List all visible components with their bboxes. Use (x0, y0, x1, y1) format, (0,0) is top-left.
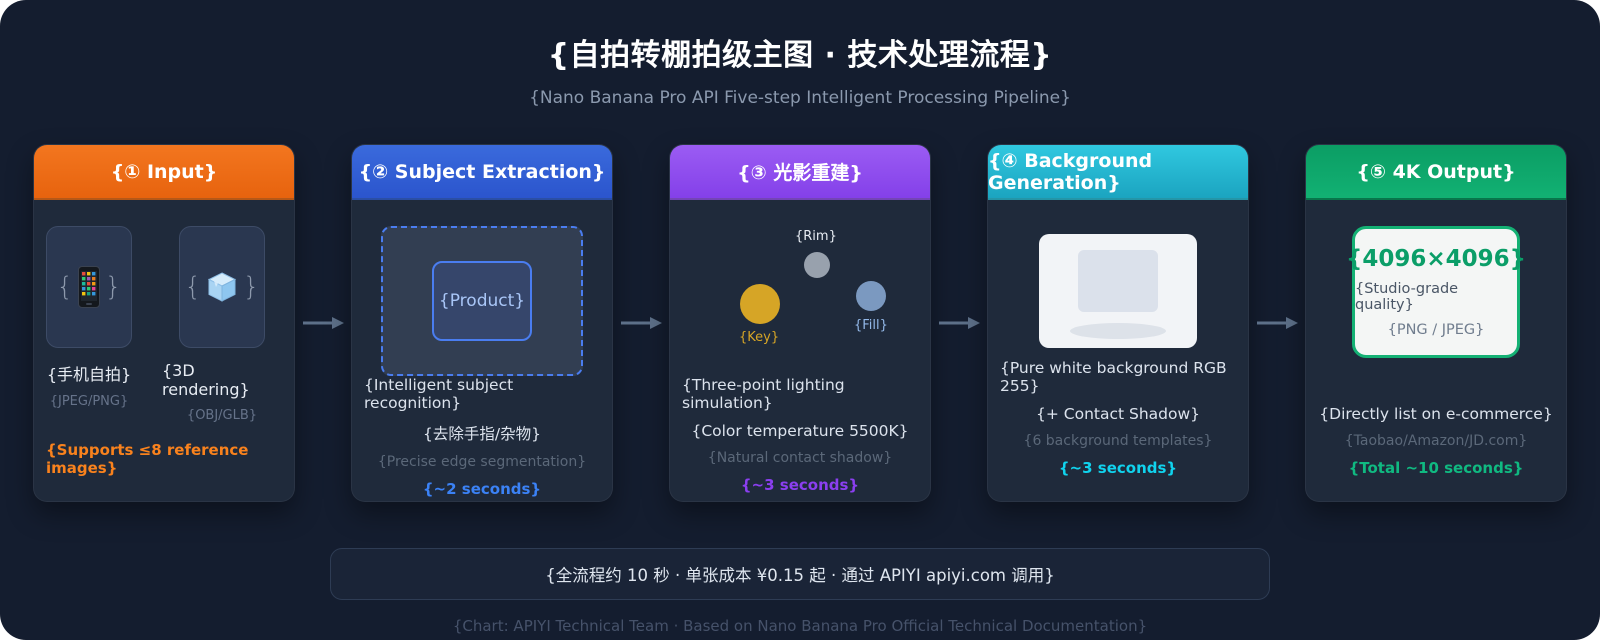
time-badge: {Total ~10 seconds} (1348, 459, 1524, 477)
phone-sublabel: {JPEG/PNG} (49, 394, 129, 409)
brace-close: } (243, 272, 260, 302)
three-point-lighting-diagram: {Rim} {Key} {Fill} (694, 226, 906, 376)
rim-light-icon (804, 252, 830, 278)
lighting-lines: {Three-point lighting simulation} {Color… (682, 376, 918, 498)
output-formats: {PNG / JPEG} (1387, 322, 1485, 338)
page-title: {自拍转棚拍级主图 · 技术处理流程} (547, 38, 1053, 73)
segmentation-frame: {Product} (381, 226, 583, 376)
line-2: {+ Contact Shadow} (1035, 405, 1201, 423)
summary-bar: {全流程约 10 秒 · 单张成本 ¥0.15 起 · 通过 APIYI api… (330, 548, 1270, 600)
card-4k-output: {⑤ 4K Output} {4096×4096} {Studio-grade … (1305, 144, 1567, 502)
card-input-body: { } (34, 200, 294, 501)
line-muted: {Natural contact shadow} (707, 450, 893, 466)
card-input: {① Input} { (33, 144, 295, 502)
line-2: {去除手指/杂物} (423, 425, 541, 443)
arrow-right-icon (613, 315, 669, 331)
arrow-right-icon (1249, 315, 1305, 331)
line-muted: {Taobao/Amazon/JD.com} (1344, 433, 1528, 449)
output-resolution: {4096×4096} (1345, 246, 1527, 272)
cube-sublabel: {OBJ/GLB} (186, 408, 258, 423)
card-4k-output-header: {⑤ 4K Output} (1306, 145, 1566, 200)
card-subject-extraction-header: {② Subject Extraction} (352, 145, 612, 200)
phone-label: {手机自拍} (46, 365, 132, 384)
line-1: {Directly list on e-commerce} (1319, 405, 1553, 423)
card-subject-extraction-body: {Product} {Intelligent subject recogniti… (352, 200, 612, 501)
input-item-3d: { } {3D rendering} {OBJ/GLB} (162, 226, 282, 423)
time-badge: {~3 seconds} (1058, 459, 1178, 477)
line-muted: {6 background templates} (1023, 433, 1213, 449)
product-placeholder (1078, 250, 1158, 312)
input-footnote: {Supports ≤8 reference images} (46, 441, 249, 477)
background-generation-lines: {Pure white background RGB 255} {+ Conta… (1000, 359, 1236, 481)
line-muted: {Precise edge segmentation} (377, 454, 587, 470)
key-light-label: {Key} (739, 330, 780, 345)
page-subtitle: {Nano Banana Pro API Five-step Intellige… (529, 88, 1071, 108)
rim-light-label: {Rim} (795, 229, 837, 244)
fill-light-label: {Fill} (854, 318, 888, 333)
card-4k-output-body: {4096×4096} {Studio-grade quality} {PNG … (1306, 200, 1566, 501)
contact-shadow (1070, 323, 1166, 339)
card-lighting-body: {Rim} {Key} {Fill} {Three-point lighting… (670, 200, 930, 501)
white-background-preview (1039, 234, 1197, 348)
key-light-icon (740, 284, 780, 324)
time-badge: {~2 seconds} (422, 480, 542, 498)
output-quality: {Studio-grade quality} (1355, 281, 1459, 313)
card-lighting-header: {③ 光影重建} (670, 145, 930, 200)
card-background-generation: {④ Background Generation} {Pure white ba… (987, 144, 1249, 502)
arrow-right-icon (931, 315, 987, 331)
cube-tile: { } (179, 226, 265, 348)
card-subject-extraction: {② Subject Extraction} {Product} {Intell… (351, 144, 613, 502)
cube-label: {3D rendering} (162, 361, 250, 399)
output-preview-box: {4096×4096} {Studio-grade quality} {PNG … (1346, 226, 1526, 358)
card-input-header: {① Input} (34, 145, 294, 200)
line-1: {Three-point lighting simulation} (682, 376, 845, 412)
brace-open: { (184, 272, 201, 302)
ice-cube-icon (207, 272, 237, 302)
brace-close: } (105, 272, 122, 302)
subject-extraction-lines: {Intelligent subject recognition} {去除手指/… (364, 376, 600, 501)
card-lighting: {③ 光影重建} {Rim} {Key} {Fill} {Three-point… (669, 144, 931, 502)
input-grid: { } (46, 226, 282, 423)
line-2: {Color temperature 5500K} (691, 422, 909, 440)
line-1: {Pure white background RGB 255} (1000, 359, 1227, 395)
phone-tile: { } (46, 226, 132, 348)
time-badge: {~3 seconds} (740, 476, 860, 494)
line-1: {Intelligent subject recognition} (364, 376, 514, 412)
chart-caption: {Chart: APIYI Technical Team · Based on … (452, 617, 1148, 635)
arrow-right-icon (295, 315, 351, 331)
brace-open: { (56, 272, 73, 302)
card-background-generation-header: {④ Background Generation} (988, 145, 1248, 200)
card-background-generation-body: {Pure white background RGB 255} {+ Conta… (988, 200, 1248, 501)
phone-icon (78, 266, 100, 308)
product-box: {Product} (432, 261, 532, 341)
input-item-phone: { } (46, 226, 132, 423)
pipeline: {① Input} { (33, 144, 1567, 502)
output-lines: {Directly list on e-commerce} {Taobao/Am… (1319, 405, 1552, 481)
fill-light-icon (856, 281, 886, 311)
